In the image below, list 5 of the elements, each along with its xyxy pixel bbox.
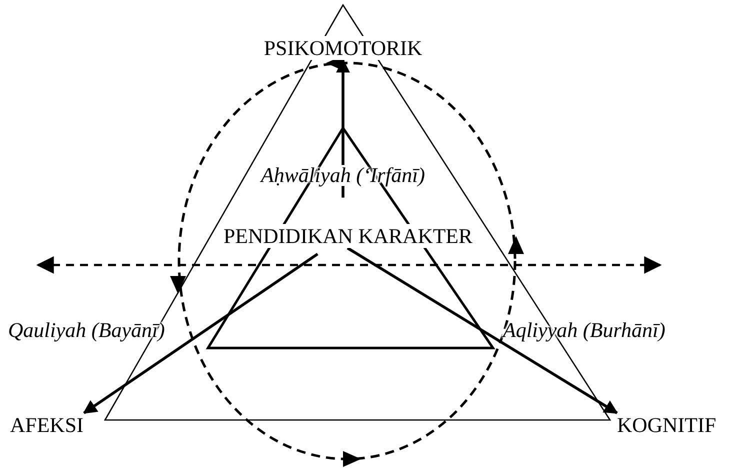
- node-label: PSIKOMOTORIK: [264, 36, 422, 60]
- arrow: [346, 246, 618, 414]
- arrow: [336, 58, 350, 198]
- arrow: [82, 252, 318, 414]
- node-label: PENDIDIKAN KARAKTER: [223, 224, 473, 248]
